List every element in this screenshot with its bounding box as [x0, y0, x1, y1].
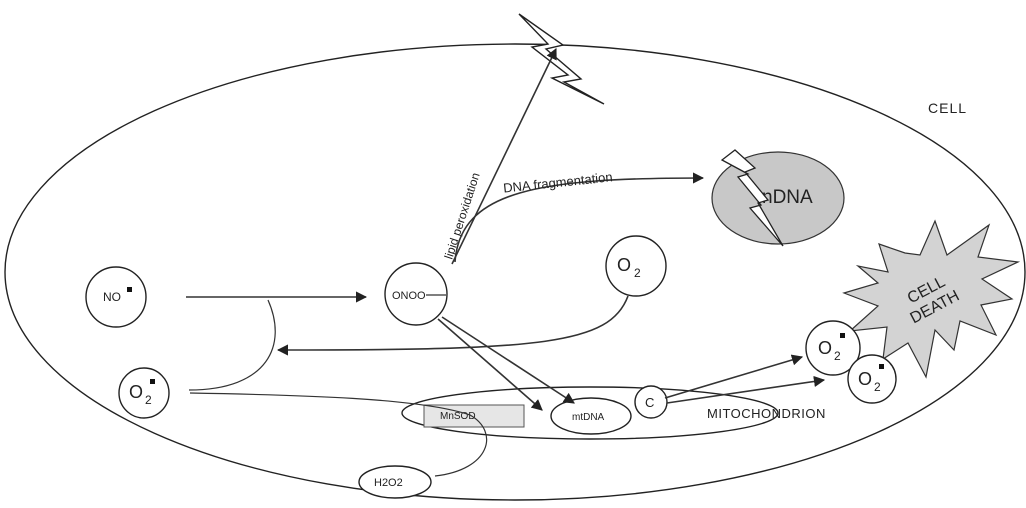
superoxide-right2-label: O — [858, 369, 872, 389]
path-superoxide-to-h2o2 — [189, 392, 488, 477]
onoo-label: ONOO — [392, 290, 426, 302]
h2o2-node — [358, 465, 432, 499]
superoxide-left-node — [118, 367, 170, 419]
oxygen-node — [605, 235, 667, 297]
cell-membrane — [4, 43, 1026, 501]
mitochondrion — [401, 386, 779, 440]
arrow-c-to-superoxide1 — [664, 354, 804, 399]
superoxide-right2-sub: 2 — [874, 380, 881, 394]
cytochrome-c-node — [634, 385, 668, 419]
mnsod-box — [423, 404, 525, 428]
superoxide-left-sub: 2 — [145, 393, 152, 407]
superoxide-right2-dot — [879, 364, 884, 369]
no-label: NO — [103, 290, 121, 304]
superoxide-right1-node — [805, 320, 861, 376]
mtdna-node — [550, 397, 632, 435]
oxygen-label: O — [617, 255, 631, 275]
mnsod-label: MnSOD — [440, 411, 476, 422]
junction-curve — [188, 299, 276, 391]
ndna-label: nDNA — [762, 187, 813, 208]
lightning-bolt-top-icon — [518, 13, 605, 105]
no-radical-dot — [127, 287, 132, 292]
arrow-dna-fragmentation — [454, 172, 705, 263]
nitric-oxide-node — [85, 266, 147, 328]
arrow-onoo-to-mtdna — [437, 318, 543, 411]
lightning-bolt-nucleus-icon — [720, 149, 784, 247]
oxygen-sub: 2 — [634, 266, 641, 280]
c-label: C — [645, 395, 654, 410]
superoxide-right1-label: O — [818, 338, 832, 358]
superoxide-right1-dot — [840, 333, 845, 338]
dna-fragmentation-label: DNA fragmentation — [502, 169, 613, 195]
mitochondrion-label: MITOCHONDRION — [707, 406, 826, 421]
arrow-onoo-to-mitochondrion — [441, 316, 575, 404]
superoxide-left-dot — [150, 379, 155, 384]
h2o2-label: H2O2 — [374, 477, 403, 489]
cell-death-burst — [842, 219, 1021, 379]
mtdna-label: mtDNA — [572, 412, 605, 423]
cell-label: CELL — [928, 100, 967, 116]
arrow-lipid-peroxidation — [451, 47, 557, 265]
peroxynitrite-node — [384, 262, 448, 326]
superoxide-right1-sub: 2 — [834, 349, 841, 363]
superoxide-left-label: O — [129, 382, 143, 402]
arrow-c-to-superoxide2 — [666, 375, 826, 404]
arrow-oxygen-to-left — [276, 295, 629, 356]
